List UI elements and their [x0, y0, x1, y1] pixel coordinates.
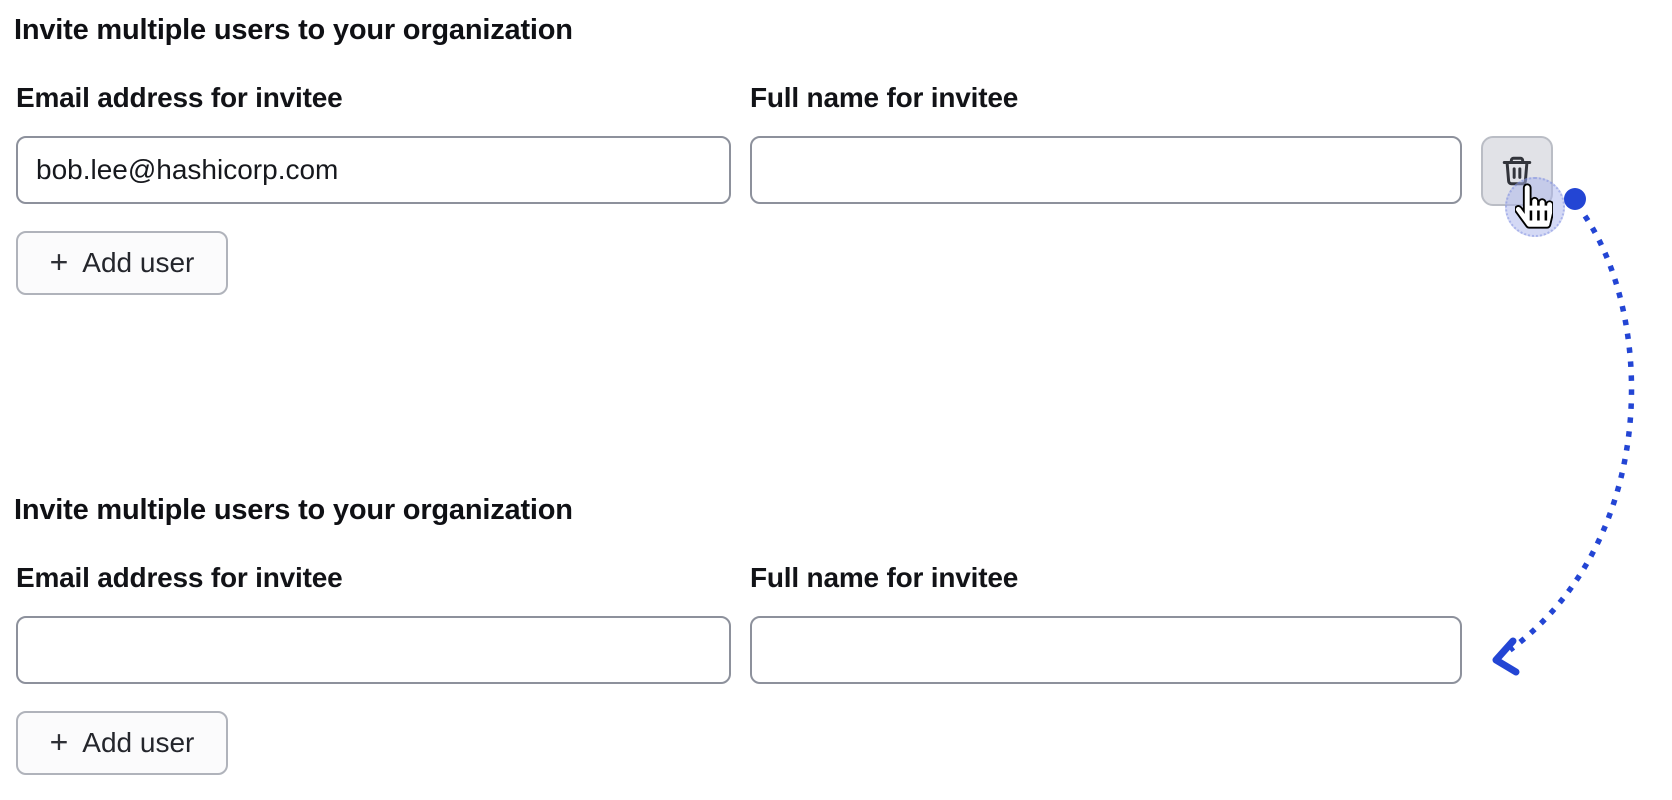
full-name-input[interactable] — [750, 136, 1462, 204]
email-label: Email address for invitee — [16, 562, 343, 593]
invite-form-after: Invite multiple users to your organizati… — [0, 480, 1672, 800]
full-name-label: Full name for invitee — [750, 82, 1019, 113]
delete-row-button[interactable] — [1481, 136, 1553, 206]
section-heading: Invite multiple users to your organizati… — [14, 14, 573, 46]
invite-form-before: Invite multiple users to your organizati… — [0, 0, 1672, 320]
section-heading: Invite multiple users to your organizati… — [14, 494, 573, 526]
plus-icon: + — [49, 244, 69, 280]
add-user-label: Add user — [82, 247, 195, 278]
email-label: Email address for invitee — [16, 82, 343, 113]
email-input[interactable] — [16, 616, 731, 684]
add-user-label: Add user — [82, 727, 195, 758]
add-user-button[interactable]: + Add user — [16, 711, 228, 775]
plus-icon: + — [49, 724, 69, 760]
full-name-input[interactable] — [750, 616, 1462, 684]
add-user-button[interactable]: + Add user — [16, 231, 228, 295]
email-input[interactable] — [16, 136, 731, 204]
trash-icon — [1500, 154, 1534, 188]
full-name-label: Full name for invitee — [750, 562, 1019, 593]
